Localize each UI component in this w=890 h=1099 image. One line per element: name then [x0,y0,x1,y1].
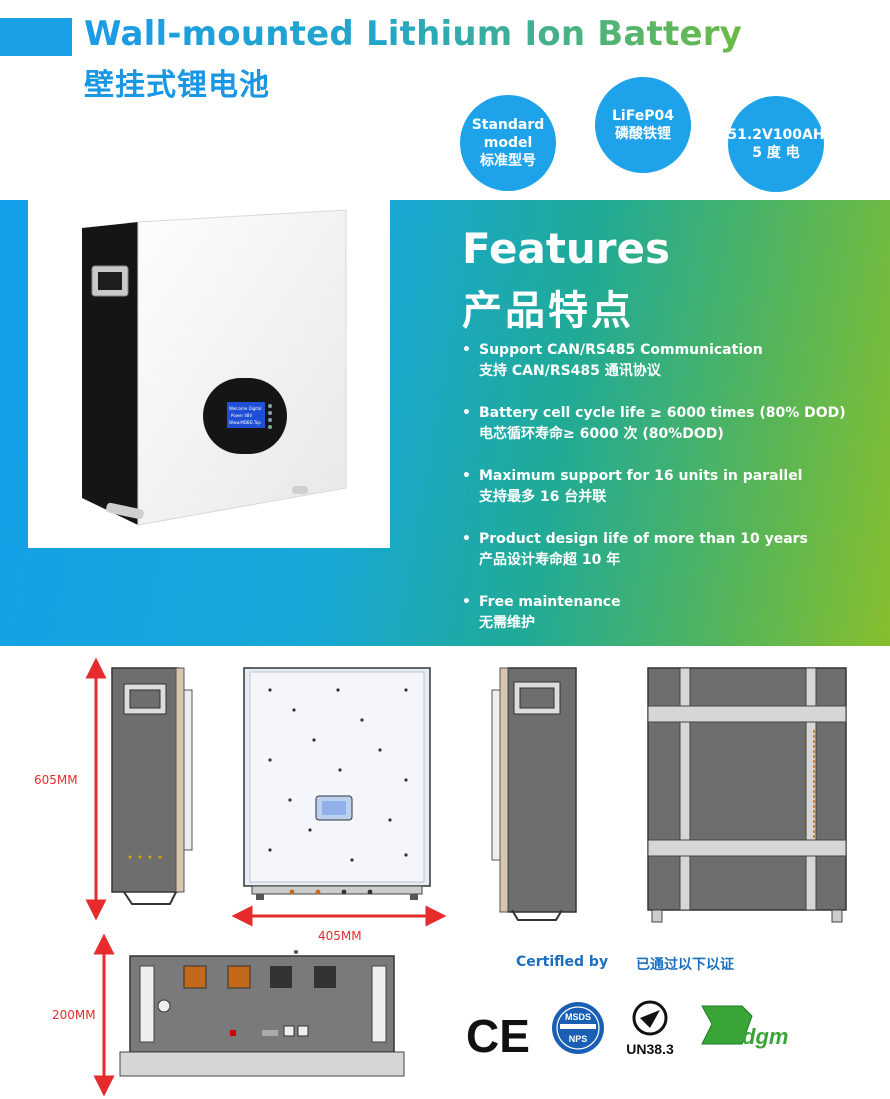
feature-cn: 支持最多 16 台并联 [479,489,607,505]
screen-text-1: Welcome Digital [229,406,262,411]
depth-label: 200MM [52,1008,96,1022]
top-view [119,950,405,1077]
svg-text:CE: CE [466,1010,530,1062]
badge-line: 51.2V100AH [727,127,825,143]
screen-text-3: Www.MDBD.Top [229,420,261,425]
header-accent-bar [0,18,72,56]
dgm-logo: dgm [701,1005,788,1049]
height-label: 605MM [34,773,78,787]
feature-en: Maximum support for 16 units in parallel [479,468,803,484]
svg-text:dgm: dgm [742,1024,788,1049]
technical-drawings: CE MSDS NPS UN38.3 dgm [85,657,847,1097]
feature-cn: 电芯循环寿命≥ 6000 次 (80%DOD) [479,426,724,442]
feature-en: Free maintenance [479,594,621,610]
feature-item: Battery cell cycle life ≥ 6000 times (80… [462,403,882,445]
certified-by-label-cn: 已通过以下以证 [636,957,734,973]
feature-item: Free maintenance 无需维护 [462,592,882,634]
screen-text-2: Power 48V [231,413,252,418]
certified-by-label: Certifled by [516,954,609,970]
feature-en: Product design life of more than 10 year… [479,531,808,547]
feature-en: Support CAN/RS485 Communication [479,342,763,358]
back-view [647,667,847,923]
features-heading-cn: 产品特点 [462,288,634,334]
product-photo: Welcome Digital Power 48V Www.MDBD.Top [28,200,390,548]
feature-item: Maximum support for 16 units in parallel… [462,466,882,508]
badge-line: Standard [471,117,545,133]
svg-text:MSDS: MSDS [565,1012,591,1022]
features-list: Support CAN/RS485 Communication 支持 CAN/R… [462,340,882,655]
badge-line: model [483,135,533,151]
badge-chemistry: LiFeP04 磷酸铁锂 [595,77,691,173]
svg-text:NPS: NPS [569,1034,588,1044]
badge-line: 磷酸铁锂 [615,126,671,142]
badge-line: 5 度 电 [752,145,800,161]
badge-line: LiFeP04 [612,108,674,124]
feature-cn: 支持 CAN/RS485 通讯协议 [479,363,661,379]
front-view [243,667,431,900]
msds-logo: MSDS NPS [552,1002,604,1054]
feature-cn: 无需维护 [479,615,535,631]
badge-line: 标准型号 [480,153,536,169]
feature-item: Product design life of more than 10 year… [462,529,882,571]
width-label: 405MM [318,929,362,943]
side-view-right [491,667,577,921]
side-view-left [111,667,193,905]
title-english: Wall-mounted Lithium Ion Battery [84,14,743,54]
title-chinese: 壁挂式锂电池 [84,68,270,103]
feature-en: Battery cell cycle life ≥ 6000 times (80… [479,405,846,421]
features-heading-en: Features [462,224,670,273]
svg-text:UN38.3: UN38.3 [626,1041,674,1057]
ce-logo: CE [466,1010,530,1062]
feature-cn: 产品设计寿命超 10 年 [479,552,621,568]
battery-product-image: Welcome Digital Power 48V Www.MDBD.Top [82,209,347,526]
badge-standard-model: Standard model 标准型号 [460,95,556,191]
un383-logo: UN38.3 [626,1000,674,1057]
badge-capacity: 51.2V100AH 5 度 电 [727,96,825,192]
features-banner: Welcome Digital Power 48V Www.MDBD.Top F… [0,200,890,646]
feature-item: Support CAN/RS485 Communication 支持 CAN/R… [462,340,882,382]
